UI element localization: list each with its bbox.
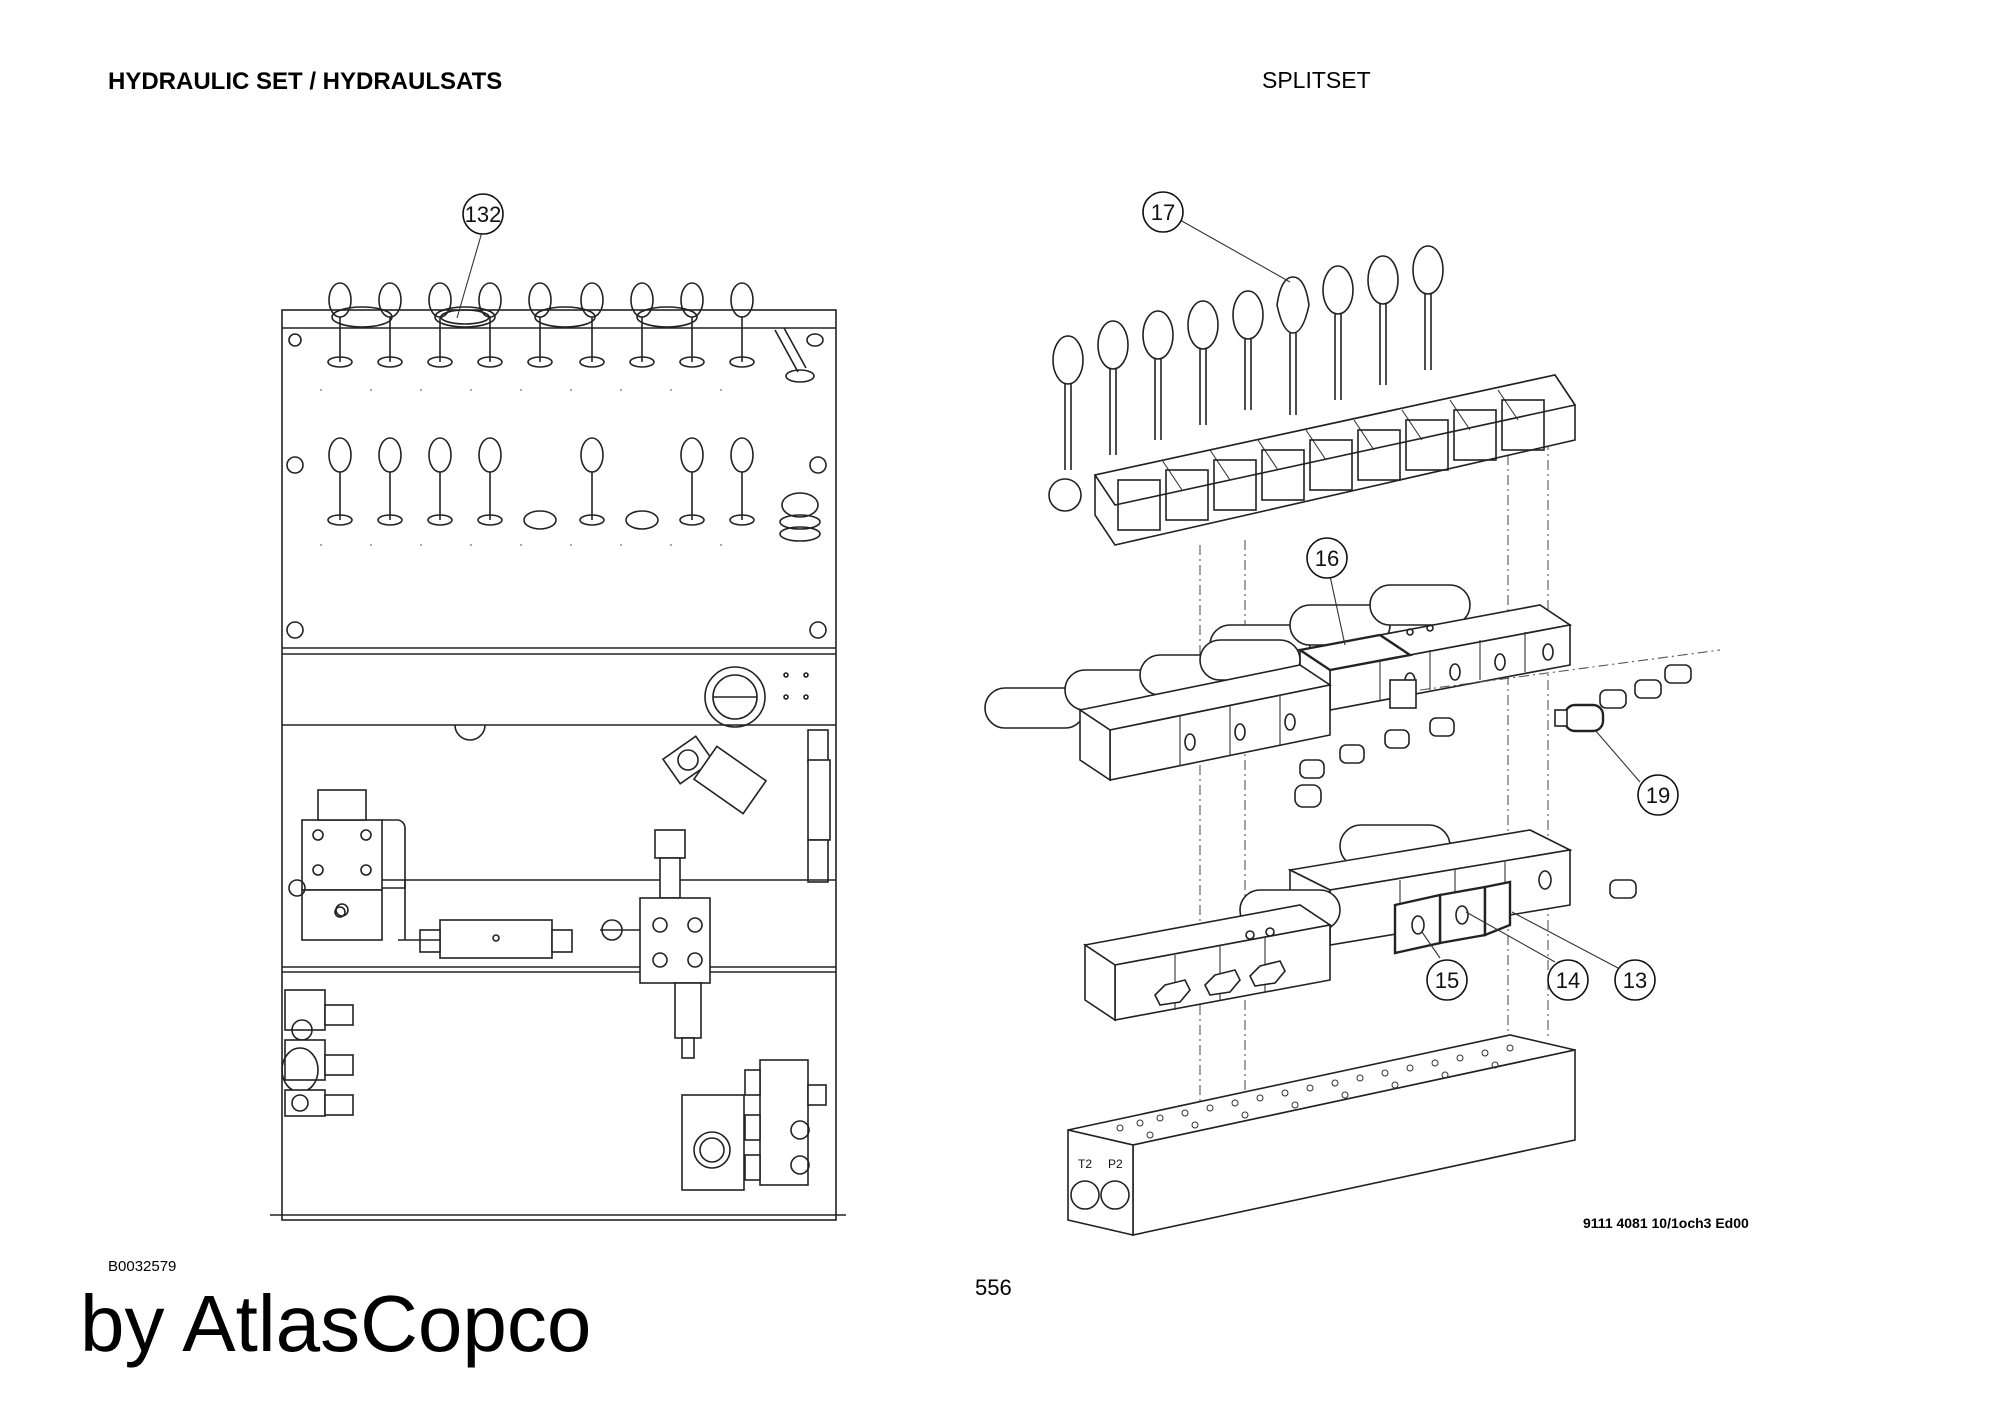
manifold-base: T2 P2: [1067, 1034, 1576, 1237]
splitset-exploded-view: T2 P2: [984, 245, 1721, 1237]
cartridge-valve-bank: [1082, 824, 1637, 1022]
valve-section: [281, 729, 836, 1191]
port-label-p2: P2: [1108, 1157, 1123, 1171]
callout-16: 16: [1306, 537, 1348, 646]
panel-frame: [281, 309, 837, 1221]
brand-watermark: by AtlasCopco: [80, 1279, 592, 1368]
svg-text:19: 19: [1646, 783, 1670, 808]
document-code: 9111 4081 10/1och3 Ed00: [1583, 1215, 1749, 1231]
solenoid-valve-bank: [984, 584, 1721, 808]
middle-lever-row: [327, 437, 821, 542]
svg-text:15: 15: [1435, 968, 1459, 993]
top-lever-row: [327, 282, 824, 383]
page-number: 556: [975, 1275, 1012, 1300]
page-title-right: SPLITSET: [1262, 67, 1371, 93]
callout-14: 14: [1465, 911, 1589, 1001]
callout-17: 17: [1142, 191, 1291, 283]
drawing-id: B0032579: [108, 1258, 177, 1275]
control-panel-front-view: [270, 282, 846, 1221]
gauge-section: [454, 666, 809, 741]
callout-15: 15: [1421, 931, 1468, 1001]
port-label-t2: T2: [1078, 1157, 1092, 1171]
svg-text:13: 13: [1623, 968, 1647, 993]
callout-label: 132: [465, 202, 502, 227]
svg-text:16: 16: [1315, 546, 1339, 571]
callout-13: 13: [1511, 911, 1656, 1001]
svg-text:14: 14: [1556, 968, 1580, 993]
lever-valve-bank: [1048, 245, 1577, 546]
page-title-left: HYDRAULIC SET / HYDRAULSATS: [108, 68, 503, 95]
callout-19: 19: [1594, 729, 1679, 816]
svg-text:17: 17: [1151, 200, 1175, 225]
callout-132: 132: [456, 193, 504, 319]
